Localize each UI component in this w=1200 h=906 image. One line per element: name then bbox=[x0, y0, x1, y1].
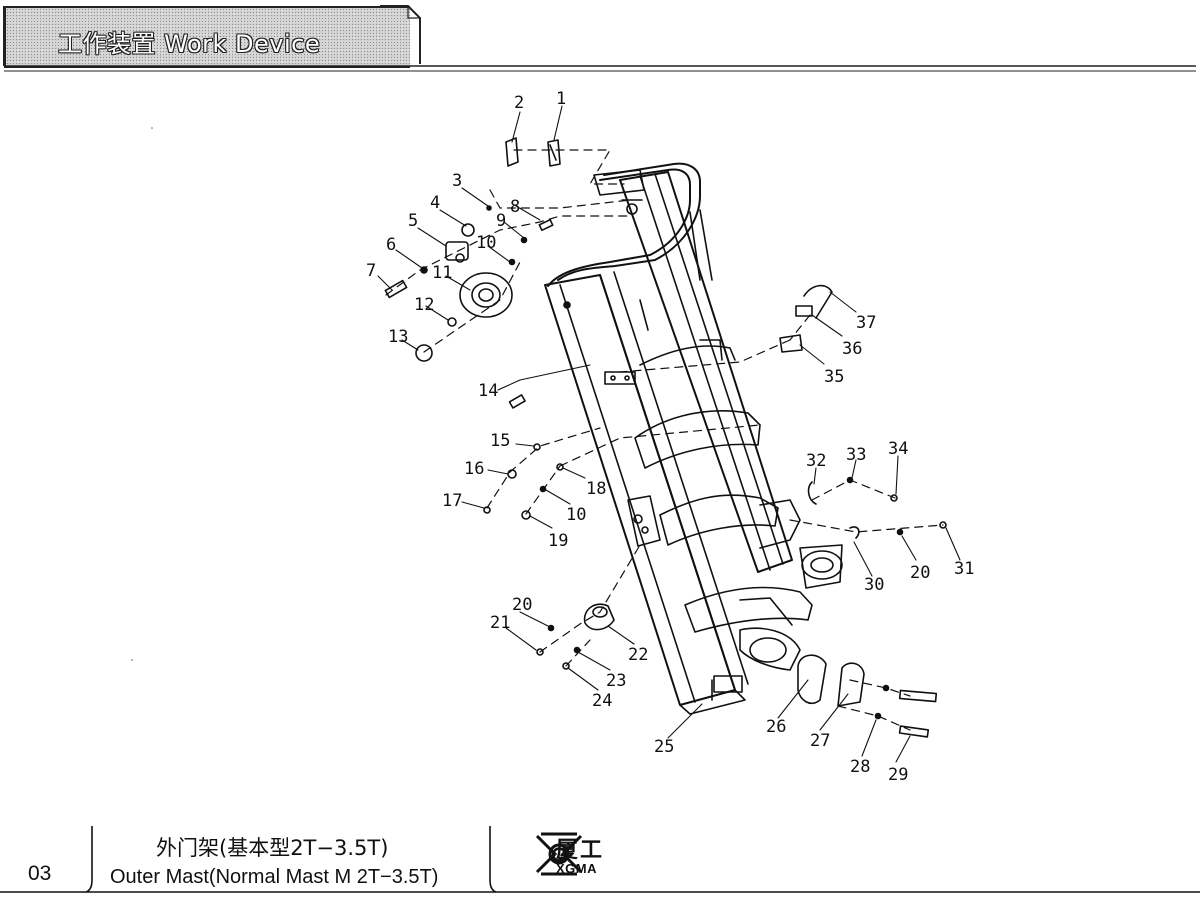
callout-10-lower: 10 bbox=[566, 505, 586, 525]
roller-assembly-parts bbox=[384, 137, 947, 738]
callout-20-right: 20 bbox=[910, 563, 930, 583]
callout-28: 28 bbox=[850, 757, 870, 777]
leader-lines bbox=[377, 105, 961, 763]
callout-10-upper: 10 bbox=[476, 233, 496, 253]
callout-36: 36 bbox=[842, 339, 862, 359]
banner-frame bbox=[3, 5, 1196, 72]
callout-2: 2 bbox=[514, 93, 524, 113]
callout-22: 22 bbox=[628, 645, 648, 665]
callout-9: 9 bbox=[496, 211, 506, 231]
part-callouts: 2 1 3 4 5 6 7 8 9 10 11 12 13 14 15 16 1… bbox=[366, 89, 974, 785]
callout-16: 16 bbox=[464, 459, 484, 479]
callout-13: 13 bbox=[388, 327, 408, 347]
brand-chinese: 厦工 bbox=[556, 838, 605, 863]
callout-23: 23 bbox=[606, 671, 626, 691]
callout-21: 21 bbox=[490, 613, 510, 633]
footer-frame bbox=[0, 826, 1200, 893]
callout-18: 18 bbox=[586, 479, 606, 499]
callout-14: 14 bbox=[478, 381, 498, 401]
caption-english: Outer Mast(Normal Mast M 2T−3.5T) bbox=[110, 866, 439, 888]
scan-speck bbox=[131, 659, 133, 661]
callout-27: 27 bbox=[810, 731, 830, 751]
section-banner: 工作装置 Work Device bbox=[0, 0, 1200, 80]
callout-24: 24 bbox=[592, 691, 612, 711]
callout-6: 6 bbox=[386, 235, 396, 255]
callout-8: 8 bbox=[510, 197, 520, 217]
callout-31: 31 bbox=[954, 559, 974, 579]
callout-11: 11 bbox=[432, 263, 452, 283]
page-number: 03 bbox=[28, 862, 52, 885]
callout-19: 19 bbox=[548, 531, 568, 551]
callout-29: 29 bbox=[888, 765, 908, 785]
callout-34: 34 bbox=[888, 439, 908, 459]
callout-4: 4 bbox=[430, 193, 440, 213]
callout-3: 3 bbox=[452, 171, 462, 191]
callout-12: 12 bbox=[414, 295, 434, 315]
callout-7: 7 bbox=[366, 261, 376, 281]
brand-english: XGMA bbox=[556, 861, 597, 876]
exploded-parts-drawing: 2 1 3 4 5 6 7 8 9 10 11 12 13 14 15 16 1… bbox=[131, 89, 974, 785]
callout-32: 32 bbox=[806, 451, 826, 471]
callout-33: 33 bbox=[846, 445, 866, 465]
section-title: 工作装置 Work Device bbox=[58, 30, 321, 58]
callout-37: 37 bbox=[856, 313, 876, 333]
callout-15: 15 bbox=[490, 431, 510, 451]
callout-25: 25 bbox=[654, 737, 674, 757]
callout-5: 5 bbox=[408, 211, 418, 231]
xgma-logo-icon bbox=[535, 832, 583, 876]
scan-speck bbox=[151, 127, 153, 129]
callout-1: 1 bbox=[556, 89, 566, 109]
outer-mast-frame bbox=[544, 162, 843, 715]
callout-20-left: 20 bbox=[512, 595, 532, 615]
callout-30: 30 bbox=[864, 575, 884, 595]
callout-17: 17 bbox=[442, 491, 462, 511]
callout-26: 26 bbox=[766, 717, 786, 737]
caption-chinese: 外门架(基本型2T−3.5T) bbox=[156, 836, 389, 860]
banner-background bbox=[4, 6, 410, 68]
callout-35: 35 bbox=[824, 367, 844, 387]
assembly-lines bbox=[385, 149, 944, 731]
